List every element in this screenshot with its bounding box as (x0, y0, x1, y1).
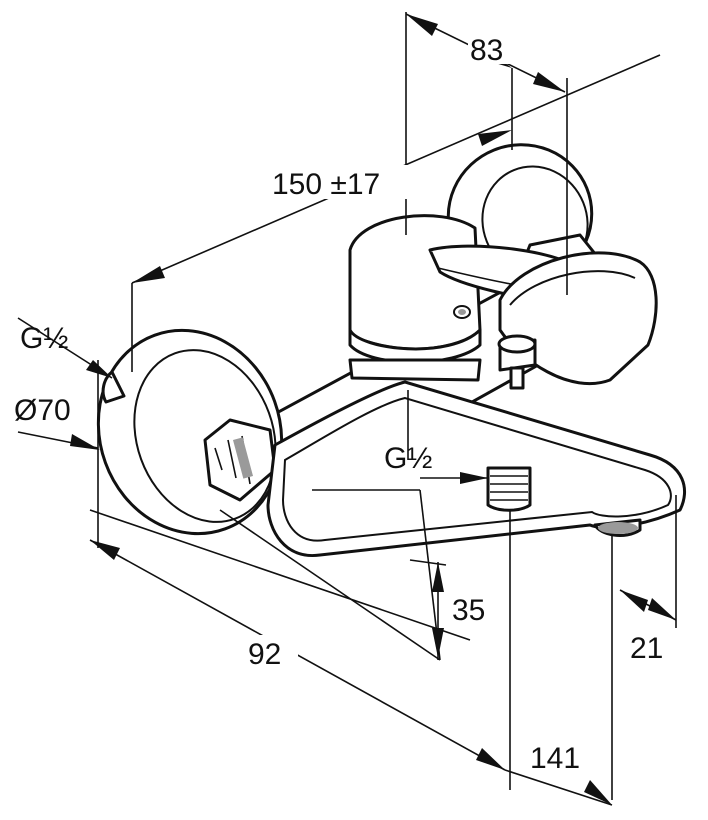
label-g-half-inlet: G½ (20, 322, 68, 355)
label-141: 141 (530, 742, 580, 775)
dimension-lines (17, 12, 677, 806)
label-150: 150 ±17 (272, 168, 380, 201)
label-83: 83 (470, 34, 503, 67)
cartridge-body (348, 214, 482, 382)
label-35: 35 (452, 594, 485, 627)
diverter-knob (497, 334, 537, 390)
label-g-half-outlet: G½ (384, 442, 432, 475)
dimension-labels: 83 150 ±17 G½ Ø70 G½ 35 92 141 21 (14, 30, 663, 775)
left-nut (203, 418, 277, 502)
faucet-body (96, 143, 687, 557)
label-92: 92 (248, 638, 281, 671)
outlet-thread (486, 466, 532, 512)
diverter-body (498, 251, 658, 386)
label-dia-70: Ø70 (14, 394, 71, 427)
spout (266, 380, 687, 557)
label-21: 21 (630, 632, 663, 665)
